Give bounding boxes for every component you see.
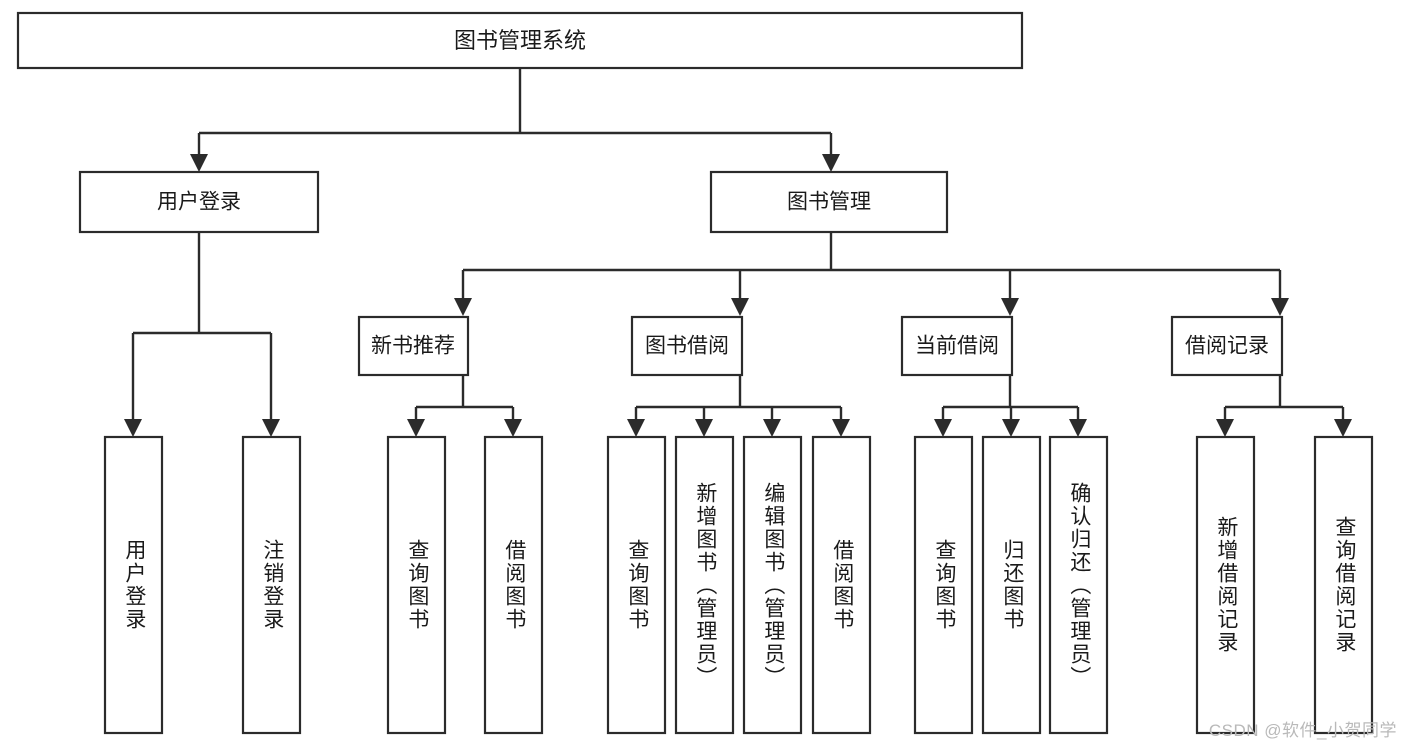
arrow-head-current-borrow (1001, 298, 1019, 316)
leaf-box-borrow-record-0[interactable] (1195, 435, 1256, 735)
node-root-label: 图书管理系统 (454, 28, 586, 53)
arrow-head-user-login-leaf-1 (262, 419, 280, 437)
arrow-head-borrow-record-leaf-1 (1334, 419, 1352, 437)
connector-layer (124, 68, 1352, 437)
leaf-box-new-book-0[interactable] (386, 435, 447, 735)
leaf-box-layer (103, 435, 1374, 735)
node-current-borrow-label: 当前借阅 (915, 335, 999, 358)
arrow-head-current-borrow-leaf-1 (1002, 419, 1020, 437)
node-user-login-box[interactable] (78, 170, 320, 234)
arrow-head-user-login-leaf-0 (124, 419, 142, 437)
watermark: CSDN @软件_小贺同学 (1208, 721, 1397, 740)
node-borrow-record-box[interactable] (1170, 315, 1284, 377)
node-borrow-record-label: 借阅记录 (1185, 335, 1269, 358)
node-book-manage[interactable]: 图书管理 (709, 170, 949, 234)
node-root[interactable]: 图书管理系统 (16, 11, 1024, 70)
leaf-box-borrow-record-1[interactable] (1313, 435, 1374, 735)
arrow-head-book-borrow-leaf-1 (695, 419, 713, 437)
arrow-head-book-borrow-leaf-3 (832, 419, 850, 437)
leaf-box-book-borrow-3[interactable] (811, 435, 872, 735)
node-current-borrow-box[interactable] (900, 315, 1014, 377)
node-book-manage-label: 图书管理 (787, 191, 871, 214)
node-book-borrow-label: 图书借阅 (645, 335, 729, 358)
node-user-login[interactable]: 用户登录 (78, 170, 320, 234)
node-book-borrow[interactable]: 图书借阅 (630, 315, 744, 377)
arrow-head-borrow-record-leaf-0 (1216, 419, 1234, 437)
arrow-head-book-manage (822, 154, 840, 172)
arrow-head-new-book-leaf-1 (504, 419, 522, 437)
node-current-borrow[interactable]: 当前借阅 (900, 315, 1014, 377)
arrow-head-new-book (454, 298, 472, 316)
arrow-head-book-borrow-leaf-2 (763, 419, 781, 437)
arrow-head-user-login (190, 154, 208, 172)
arrow-head-book-borrow-leaf-0 (627, 419, 645, 437)
leaf-box-current-borrow-1[interactable] (981, 435, 1042, 735)
leaf-box-book-borrow-1[interactable] (674, 435, 735, 735)
leaf-box-book-borrow-0[interactable] (606, 435, 667, 735)
node-book-manage-box[interactable] (709, 170, 949, 234)
node-new-book-recommend-box[interactable] (357, 315, 470, 377)
arrow-head-current-borrow-leaf-0 (934, 419, 952, 437)
leaf-box-current-borrow-0[interactable] (913, 435, 974, 735)
node-new-book-recommend-label: 新书推荐 (371, 335, 455, 358)
arrow-head-new-book-leaf-0 (407, 419, 425, 437)
arrow-head-book-borrow (731, 298, 749, 316)
node-user-login-label: 用户登录 (157, 191, 241, 214)
node-borrow-record[interactable]: 借阅记录 (1170, 315, 1284, 377)
node-book-borrow-box[interactable] (630, 315, 744, 377)
arrow-head-borrow-record (1271, 298, 1289, 316)
leaf-box-current-borrow-2[interactable] (1048, 435, 1109, 735)
leaf-box-book-borrow-2[interactable] (742, 435, 803, 735)
node-new-book-recommend[interactable]: 新书推荐 (357, 315, 470, 377)
leaf-box-new-book-1[interactable] (483, 435, 544, 735)
arrow-head-current-borrow-leaf-2 (1069, 419, 1087, 437)
leaf-box-user-login-0[interactable] (103, 435, 164, 735)
leaf-box-user-login-1[interactable] (241, 435, 302, 735)
node-root-box[interactable] (16, 11, 1024, 70)
